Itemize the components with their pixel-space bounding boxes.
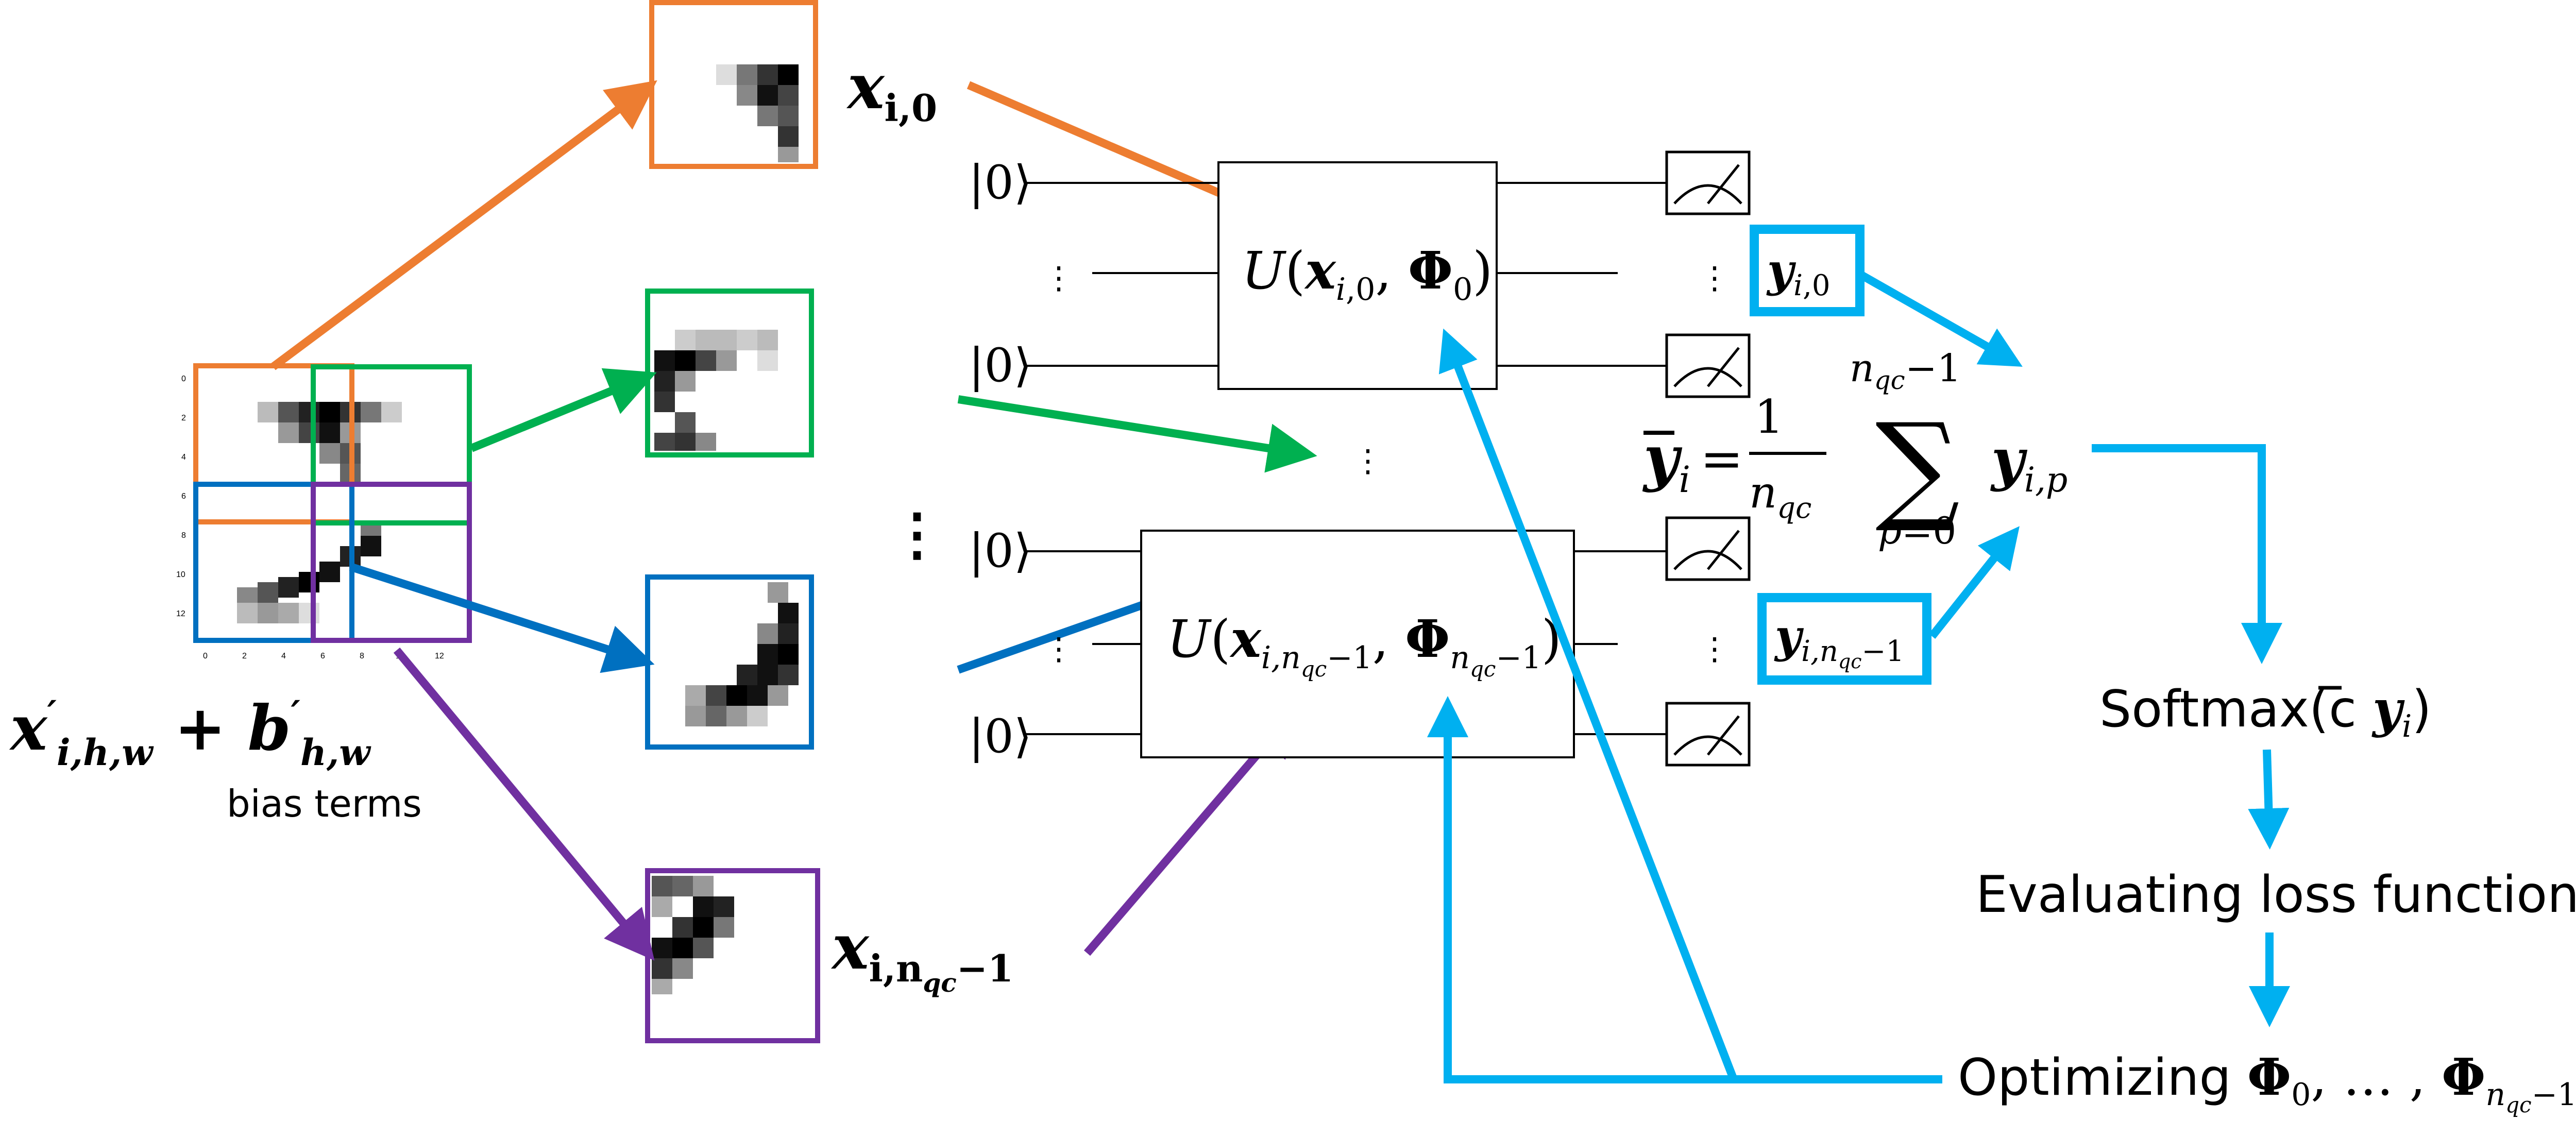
ket-last-top: |0⟩: [969, 524, 1032, 578]
arrow-to-green: [469, 368, 657, 452]
measure-icon: [1665, 333, 1751, 398]
feedback-line-to-circuit-0: [1438, 328, 1738, 1081]
output-last-box: [1757, 593, 1931, 685]
average-formula: yi = 1 nqc nqc−1 ∑ p=0 yi,p: [1642, 346, 2067, 552]
ket-last-bottom: |0⟩: [969, 709, 1032, 764]
vertical-dots-left: ⋮: [889, 501, 945, 567]
loss-label: Evaluating loss function: [1976, 866, 2576, 924]
svg-text:12: 12: [435, 652, 444, 660]
circuit-0-label: U(xi,0, Φ0): [1242, 240, 1493, 308]
patch-label-x0: xi,0: [846, 50, 937, 130]
svg-text:10: 10: [176, 570, 185, 579]
softmax-label: Softmax(c yi): [2099, 680, 2432, 744]
arrow-outlast-to-sum: [1928, 526, 2020, 639]
ket-0-bottom: |0⟩: [969, 338, 1032, 393]
sum-lower: p=0: [1878, 509, 1956, 552]
output-0-box: [1750, 225, 1865, 316]
circuit-last-dots-left: ⋮: [1043, 631, 1074, 667]
input-digit-pixels: [237, 402, 402, 623]
svg-text:6: 6: [320, 652, 325, 660]
svg-text:6: 6: [181, 492, 186, 501]
svg-text:0: 0: [203, 652, 208, 660]
patch-box-purple: [645, 868, 820, 1043]
svg-text:8: 8: [181, 531, 186, 540]
window-blue: [193, 482, 354, 643]
circuit-0-dots-right: ⋮: [1699, 260, 1730, 296]
patch-box-blue: [645, 574, 814, 750]
svg-text:4: 4: [181, 453, 186, 462]
sum-symbol: ∑: [1875, 398, 1960, 536]
circuit-last: [1025, 530, 1667, 758]
ket-0-top: |0⟩: [969, 156, 1032, 210]
input-y-ticks: 0 2 4 6 8 10 12: [176, 375, 186, 618]
arrow-to-purple: [393, 647, 655, 961]
window-green: [311, 364, 472, 525]
arrow-sum-to-softmax: [2092, 444, 2282, 664]
arrow-green-to-circuit: [957, 395, 1317, 473]
input-image: 0 2 4 6 8 10 12 0 2 4 6 8 10 12 x′i,h,w …: [9, 363, 472, 825]
svg-text:2: 2: [242, 652, 247, 660]
measure-icon: [1665, 150, 1751, 215]
svg-text:2: 2: [181, 414, 186, 422]
fraction-denominator: nqc: [1749, 467, 1811, 525]
window-purple: [311, 482, 472, 643]
output-last-label: yi,nqc−1: [1774, 609, 1904, 673]
middle-dots: ⋮: [1352, 443, 1383, 479]
bias-terms-label: bias terms: [227, 782, 422, 825]
circuit-last-dots-right: ⋮: [1699, 631, 1730, 667]
arrow-to-orange: [270, 80, 657, 370]
optimize-label: Optimizing Φ0, … , Φnqc−1: [1958, 1048, 2576, 1117]
svg-text:=: =: [1700, 429, 1743, 489]
svg-text:12: 12: [176, 609, 185, 618]
fraction-numerator: 1: [1754, 390, 1784, 444]
patch-box-green: [645, 289, 814, 457]
svg-text:8: 8: [360, 652, 364, 660]
patch-label-xlast: xi,nqc−1: [831, 911, 1013, 998]
sum-upper: nqc−1: [1850, 346, 1961, 395]
arrow-to-blue: [349, 563, 655, 673]
svg-text:4: 4: [281, 652, 286, 660]
sum-term: yi,p: [1990, 426, 2067, 500]
arrow-out0-to-sum: [1860, 272, 2023, 367]
measure-icon: [1665, 702, 1751, 767]
input-label: x′i,h,w + b′h,w: [9, 692, 371, 774]
output-0-label: yi,0: [1766, 243, 1831, 302]
measure-icon: [1665, 516, 1751, 581]
feedback-line-bottom: [1427, 696, 1942, 1083]
patch-box-orange: [649, 0, 818, 169]
arrow-softmax-to-loss: [2248, 749, 2290, 850]
svg-text:0: 0: [181, 375, 186, 383]
circuit-0-dots-left: ⋮: [1043, 260, 1074, 296]
